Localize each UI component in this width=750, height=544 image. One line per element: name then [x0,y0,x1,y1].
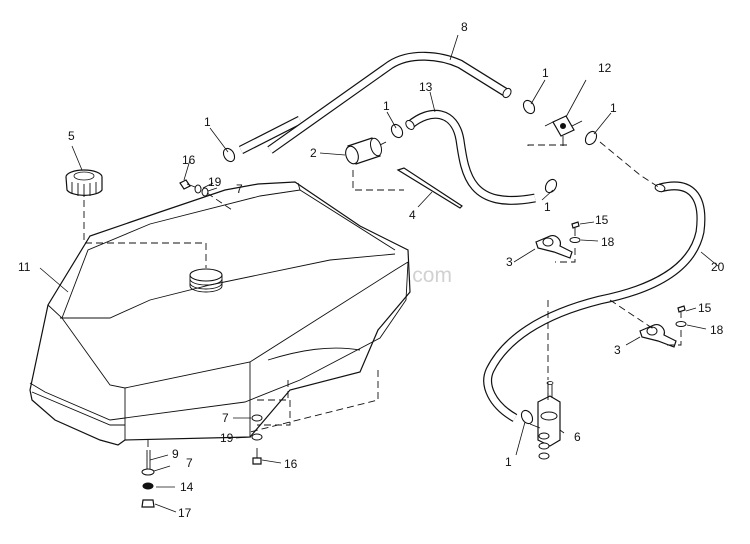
callout-3: 3 [614,343,621,357]
hose-clamps [222,99,598,425]
callout-labels: 1 1 1 1 1 1 2 3 3 4 5 6 7 7 7 8 9 11 12 … [18,20,725,520]
callout-8: 8 [461,20,468,34]
callout-1: 1 [204,115,211,129]
callout-1: 1 [505,455,512,469]
callout-14: 14 [180,480,194,494]
tee-fitting [544,115,583,146]
callout-15: 15 [698,301,712,315]
callout-3: 3 [506,255,513,269]
callout-18: 18 [601,235,615,249]
fuel-hoses [238,51,706,422]
callout-16: 16 [182,153,196,167]
callout-18: 18 [710,323,724,337]
callout-13: 13 [419,80,433,94]
callout-1: 1 [610,101,617,115]
callout-19: 19 [208,175,222,189]
callout-7: 7 [236,182,243,196]
callout-5: 5 [68,129,75,143]
callout-7: 7 [186,456,193,470]
callout-17: 17 [178,506,192,520]
callout-11: 11 [18,260,31,274]
callout-6: 6 [574,430,581,444]
assembly-lines [83,141,682,450]
shutoff-valve [529,381,561,460]
callout-16: 16 [284,457,298,471]
callout-19: 19 [220,431,234,445]
hardware [141,179,687,508]
callout-12: 12 [598,61,612,75]
callout-20: 20 [711,260,725,274]
callout-1: 1 [542,66,549,80]
strap-tie [396,167,463,209]
callout-1: 1 [544,200,551,214]
fuel-cap [65,169,103,197]
callout-15: 15 [595,213,609,227]
leader-lines [39,34,719,513]
p-clamps [535,235,677,348]
callout-2: 2 [310,146,317,160]
fuel-tank [29,181,411,446]
callout-1: 1 [383,99,390,113]
callout-7: 7 [222,411,229,425]
fuel-filter [345,137,387,165]
callout-4: 4 [409,208,416,222]
callout-9: 9 [172,447,179,461]
